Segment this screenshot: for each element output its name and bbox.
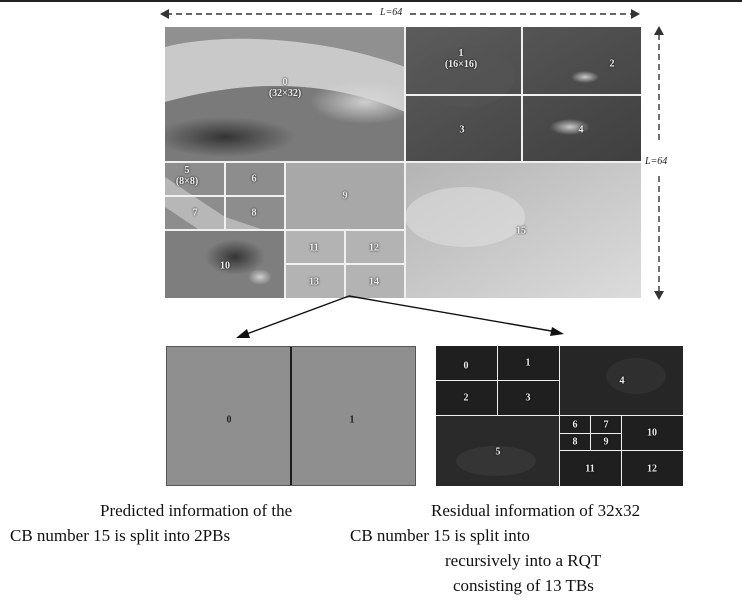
tb-12-label: 12 (647, 463, 657, 475)
width-dimension-arrow (160, 9, 640, 19)
ctb-image: 0(32×32) 1(16×16) 2 3 4 5(8×8) 6 7 8 9 1… (165, 27, 641, 298)
width-dimension-label: L=64 (380, 7, 403, 18)
pb-1-label: 1 (349, 414, 355, 426)
cb-14-label: 14 (369, 276, 379, 288)
top-rule (0, 0, 742, 2)
tb-5-label: 5 (495, 446, 501, 458)
prediction-blocks-panel: 0 1 (166, 346, 416, 486)
cb-9-label: 9 (342, 190, 348, 202)
tb-split-horizontal-tl (436, 380, 560, 381)
caption-left-line-1: Predicted information of the (100, 501, 293, 520)
cb-7-label: 7 (192, 207, 198, 219)
tb-split-horizontal-br (560, 450, 683, 451)
tb-split-vertical-tl (497, 346, 498, 416)
cb-10-label: 10 (220, 260, 230, 272)
caption-left-line-2: CB number 15 is split into 2PBs (10, 526, 231, 545)
pb-split-line (290, 347, 292, 485)
height-dimension-arrow (654, 26, 664, 300)
cb-13-label: 13 (309, 276, 319, 288)
split-line-horizontal-main (165, 161, 641, 163)
tb-9-label: 9 (603, 436, 609, 448)
pb-0-label: 0 (226, 414, 232, 426)
caption-right-line-3: recursively into a RQT (445, 551, 602, 570)
tb-6-label: 6 (572, 419, 578, 431)
tb-8-label: 8 (572, 436, 578, 448)
cb-1-label: 1(16×16) (444, 48, 478, 70)
split-line-horizontal-q2d (285, 263, 405, 265)
split-arrows (236, 295, 564, 338)
cb-15-label: 15 (516, 225, 526, 237)
tb-11-label: 11 (585, 463, 595, 475)
tb-7-label: 7 (603, 419, 609, 431)
cb-5-label: 5(8×8) (175, 165, 199, 187)
tb-4-label: 4 (619, 375, 625, 387)
tb-split-vertical-main (559, 346, 560, 486)
caption-right-line-4: consisting of 13 TBs (453, 576, 594, 595)
split-line-horizontal-q1 (405, 94, 641, 96)
residual-texture (436, 346, 683, 486)
cb-11-label: 11 (309, 242, 319, 254)
split-line-horizontal-q2 (165, 229, 405, 231)
tb-0-label: 0 (463, 360, 469, 372)
cb-12-label: 12 (369, 242, 379, 254)
cb-8-label: 8 (251, 207, 257, 219)
tb-split-horizontal-br-tl (560, 433, 621, 434)
tb-1-label: 1 (525, 357, 531, 369)
caption-right-line-2: CB number 15 is split into (350, 526, 530, 545)
residual-blocks-panel: 0 1 2 3 4 5 6 7 8 9 10 11 12 (436, 346, 683, 486)
tb-10-label: 10 (647, 427, 657, 439)
caption-right-line-1: Residual information of 32x32 (431, 501, 641, 520)
cb-4-label: 4 (578, 124, 584, 136)
tb-3-label: 3 (525, 392, 531, 404)
cb-0-label: 0(32×32) (268, 77, 302, 99)
cb-2-label: 2 (609, 58, 615, 70)
split-line-horizontal-q2a (165, 195, 285, 197)
cb-3-label: 3 (459, 124, 465, 136)
tb-2-label: 2 (463, 392, 469, 404)
tb-split-horizontal-main (436, 415, 683, 416)
height-dimension-label: L=64 (645, 156, 668, 167)
tb-split-vertical-br (621, 416, 622, 486)
cb-6-label: 6 (251, 173, 257, 185)
